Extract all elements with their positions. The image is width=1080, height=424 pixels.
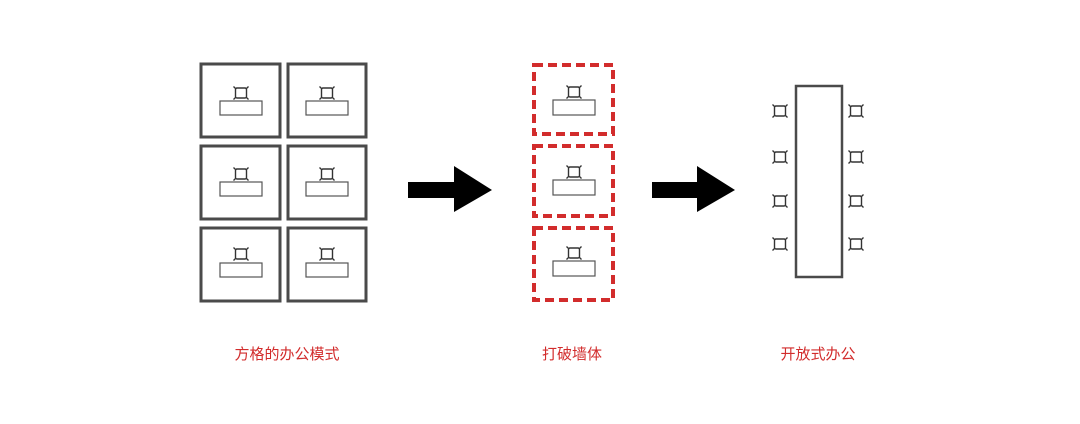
desk-icon (552, 179, 596, 196)
desk-icon (305, 100, 349, 116)
grid-office-group (199, 62, 368, 303)
chair-icon (847, 236, 865, 252)
break-walls-group (532, 63, 615, 302)
desk-icon (219, 181, 263, 197)
cubicle (199, 62, 282, 139)
dashed-cubicle (532, 144, 615, 218)
chair-icon (318, 246, 336, 262)
chair-icon (565, 84, 583, 100)
cubicle (286, 144, 368, 221)
cubicle (199, 226, 282, 303)
chair-icon (771, 149, 789, 165)
open-office-group (771, 84, 865, 279)
dashed-cubicle (532, 226, 615, 302)
chair-icon (771, 103, 789, 119)
desk-icon (305, 181, 349, 197)
caption-break-walls: 打破墙体 (541, 345, 603, 363)
chair-icon (847, 103, 865, 119)
chair-icon (318, 85, 336, 101)
chair-icon (847, 149, 865, 165)
chair-icon (847, 193, 865, 209)
chair-icon (318, 166, 336, 182)
desk-icon (219, 100, 263, 116)
desk-icon (552, 99, 596, 116)
chair-icon (232, 85, 250, 101)
right-arrow-icon (408, 166, 492, 212)
chair-icon (771, 236, 789, 252)
chair-icon (232, 166, 250, 182)
dashed-cubicle (532, 63, 615, 136)
caption-grid-office: 方格的办公模式 (234, 345, 340, 363)
right-arrow-icon (652, 166, 735, 212)
chair-icon (565, 164, 583, 180)
chair-icon (232, 246, 250, 262)
cubicle (286, 62, 368, 139)
caption-open-office: 开放式办公 (780, 345, 856, 363)
cubicle (199, 144, 282, 221)
desk-icon (219, 262, 263, 278)
desk-icon (305, 262, 349, 278)
cubicle (286, 226, 368, 303)
chair-icon (565, 245, 583, 261)
desk-icon (552, 260, 596, 277)
chair-icon (771, 193, 789, 209)
long-desk (794, 84, 844, 279)
